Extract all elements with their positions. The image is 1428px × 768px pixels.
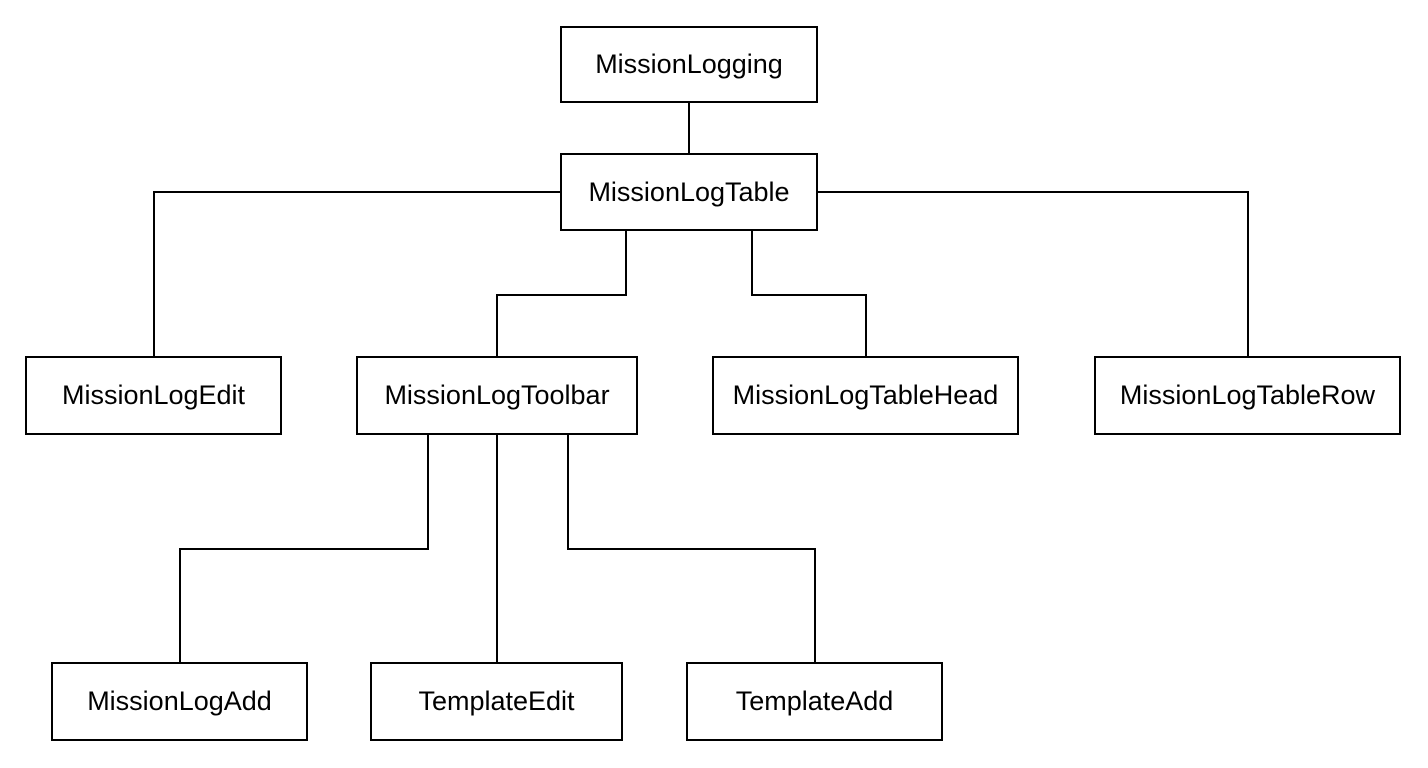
node-label: MissionLogEdit — [61, 380, 246, 410]
node-label: TemplateEdit — [418, 686, 575, 716]
node-label: MissionLogging — [595, 49, 783, 79]
node-template-edit: TemplateEdit — [370, 662, 623, 741]
node-label: MissionLogTableHead — [732, 380, 999, 410]
edge-mission-log-toolbar-to-template-add — [567, 435, 816, 662]
node-mission-log-toolbar: MissionLogToolbar — [356, 356, 638, 435]
node-mission-log-table: MissionLogTable — [560, 153, 818, 231]
edge-mission-log-table-to-mission-log-table-head — [751, 231, 867, 356]
node-label: MissionLogTable — [588, 176, 790, 207]
node-mission-log-table-row: MissionLogTableRow — [1094, 356, 1401, 435]
node-mission-log-edit: MissionLogEdit — [25, 356, 282, 435]
node-mission-log-table-head: MissionLogTableHead — [712, 356, 1019, 435]
edge-mission-log-table-to-mission-log-edit — [153, 191, 560, 356]
node-label: MissionLogAdd — [87, 686, 272, 716]
node-label: MissionLogToolbar — [384, 380, 610, 410]
edge-mission-log-table-to-mission-log-toolbar — [496, 231, 627, 356]
node-label: TemplateAdd — [735, 686, 894, 716]
node-label: MissionLogTableRow — [1119, 380, 1376, 410]
node-template-add: TemplateAdd — [686, 662, 943, 741]
node-mission-logging: MissionLogging — [560, 26, 818, 103]
edge-mission-log-toolbar-to-mission-log-add — [179, 435, 429, 662]
node-mission-log-add: MissionLogAdd — [51, 662, 308, 741]
edge-mission-log-table-to-mission-log-table-row — [818, 191, 1249, 356]
